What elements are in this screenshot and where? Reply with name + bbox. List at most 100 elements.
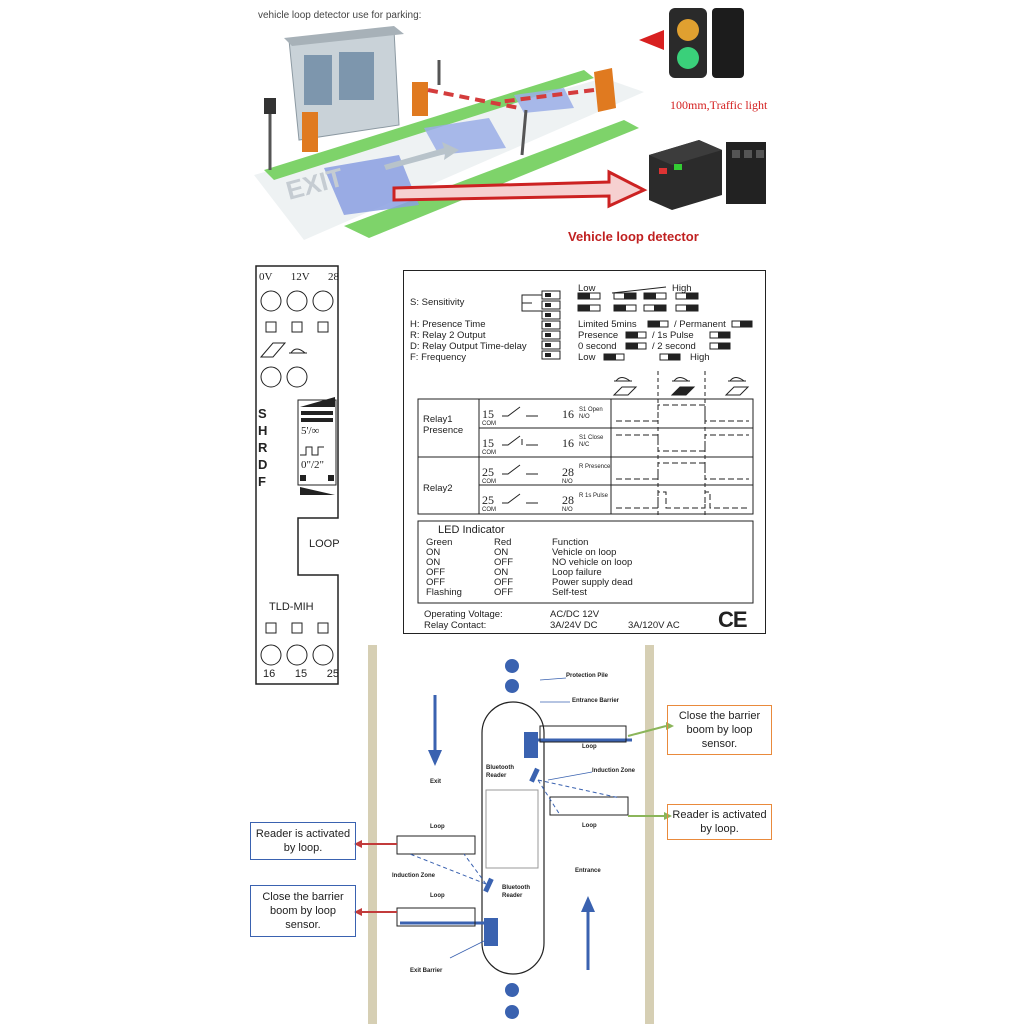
option-h-a: Limited 5mins <box>578 319 637 330</box>
bluetooth-reader-icon <box>483 877 494 893</box>
terminal-label: 12V <box>290 271 310 283</box>
barrier-gate-right <box>594 68 616 112</box>
exit-label: Exit <box>430 779 442 785</box>
contact-num: 28 <box>562 465 574 479</box>
callout-reader-left: Reader is activated by loop. <box>250 822 356 860</box>
detector-label: Vehicle loop detector <box>568 229 699 244</box>
waveform-r1-close <box>616 434 749 452</box>
loop-label: Loop <box>430 824 445 830</box>
module-outline <box>255 265 339 685</box>
induction-line <box>463 853 487 885</box>
spec-sheet: S: Sensitivity H: Presence Time R: Relay… <box>403 270 766 634</box>
contact-num: 28 <box>562 493 574 507</box>
screw-square <box>317 321 329 333</box>
contact-note: S1 Open N/O <box>579 407 603 420</box>
induction-zone-label: Induction Zone <box>592 768 635 774</box>
traffic-light-green-icon <box>677 47 699 69</box>
led-cell: OFF <box>426 567 445 578</box>
led-indicator-1 <box>260 366 282 388</box>
op-voltage-value: AC/DC 12V <box>550 609 600 620</box>
traffic-light-small-icon <box>264 98 276 114</box>
switch-letter: H <box>258 423 268 438</box>
terminal-label: 28 <box>328 271 339 283</box>
led-cell: Loop failure <box>552 567 602 578</box>
ground-arrow-icon <box>384 142 459 170</box>
callout-close-barrier-right: Close the barrier boom by loop sensor. <box>667 705 772 755</box>
callout-text: Close the barrier boom by loop sensor. <box>262 891 344 931</box>
traffic-light-label: 100mm,Traffic light <box>670 98 768 112</box>
sensitivity-ramp-icon <box>611 286 667 294</box>
protection-pile-label: Protection Pile <box>566 673 609 679</box>
pulse-icon <box>300 446 324 456</box>
loop-entrance-reader <box>549 796 629 816</box>
led-cell: OFF <box>494 587 513 598</box>
loop-active-icon <box>670 386 696 396</box>
option-r-a: Presence <box>578 330 619 341</box>
led-title: LED Indicator <box>438 524 505 536</box>
protection-pile-icon <box>505 679 519 693</box>
loop-label: Loop <box>582 823 597 829</box>
contact-num: 16 <box>562 407 574 421</box>
callout-reader-right: Reader is activated by loop. <box>667 804 772 840</box>
loop-exit-reader <box>396 835 476 855</box>
traffic-light-amber-icon <box>677 19 699 41</box>
no-label: N/O <box>562 479 573 485</box>
loop-entrance-barrier <box>539 725 627 743</box>
led-cell: Flashing <box>426 587 462 598</box>
contact-num: 15 <box>482 436 494 450</box>
car-icon <box>614 377 632 382</box>
bluetooth-reader-icon <box>529 767 540 783</box>
com-label: COM <box>482 421 496 427</box>
setting-frequency: F: Frequency <box>410 352 466 363</box>
barrier-gate-middle <box>412 82 428 116</box>
relay-contact-ac: 3A/120V AC <box>628 620 680 631</box>
loop-label: Loop <box>430 893 445 899</box>
com-label: COM <box>482 507 496 513</box>
contact-num: 25 <box>482 493 494 507</box>
switch-letter: R <box>258 440 268 455</box>
no-label: N/O <box>562 507 573 513</box>
barrier-gate-left <box>302 112 318 152</box>
terminal-label: 16 <box>263 668 276 680</box>
switch-letter: F <box>258 474 266 489</box>
terminal-15 <box>286 644 308 666</box>
option-f-b: High <box>690 352 710 363</box>
relay-contact-label: Relay Contact: <box>424 620 487 631</box>
illustration-caption: vehicle loop detector use for parking: <box>258 10 422 21</box>
option-f-a: Low <box>578 352 596 363</box>
bottom-terminal-labels: 16 15 25 <box>263 668 339 680</box>
top-terminal-labels: 0V 12V 28 <box>259 271 339 283</box>
switch-note-time: 5'/∞ <box>301 425 320 437</box>
parking-scene: EXIT <box>254 8 766 240</box>
model-label: TLD-MIH <box>269 601 314 613</box>
sensitivity-ramp-icon <box>300 397 335 407</box>
traffic-light-arrow-icon <box>639 30 664 50</box>
switch-letters: S H R D F <box>258 405 267 490</box>
loop-symbol-icon <box>259 342 287 358</box>
callout-close-barrier-left: Close the barrier boom by loop sensor. <box>250 885 356 937</box>
car-symbol-icon <box>289 348 307 354</box>
setting-presence-time: H: Presence Time <box>410 319 486 330</box>
setting-sensitivity: S: Sensitivity <box>410 297 465 308</box>
dip-switch-column <box>541 290 561 360</box>
parking-illustration: EXIT vehicle loop detector use for parki… <box>244 0 780 250</box>
booth-window-left <box>304 55 332 105</box>
entrance-label: Entrance <box>575 868 601 874</box>
green-lane-lower <box>344 120 639 238</box>
booth-box <box>485 789 539 869</box>
traffic-light-side-icon <box>712 8 744 78</box>
led-cell: ON <box>426 557 441 568</box>
contact-num: 25 <box>482 465 494 479</box>
lane-diagram <box>354 645 674 1024</box>
detector-led-red <box>659 168 667 174</box>
terminal-label: 25 <box>326 668 339 680</box>
ce-mark-icon: CE <box>718 607 748 632</box>
screw-square <box>291 622 303 634</box>
led-cell: ON <box>494 547 509 558</box>
terminal-16 <box>260 644 282 666</box>
option-d-a: 0 second <box>578 341 617 352</box>
